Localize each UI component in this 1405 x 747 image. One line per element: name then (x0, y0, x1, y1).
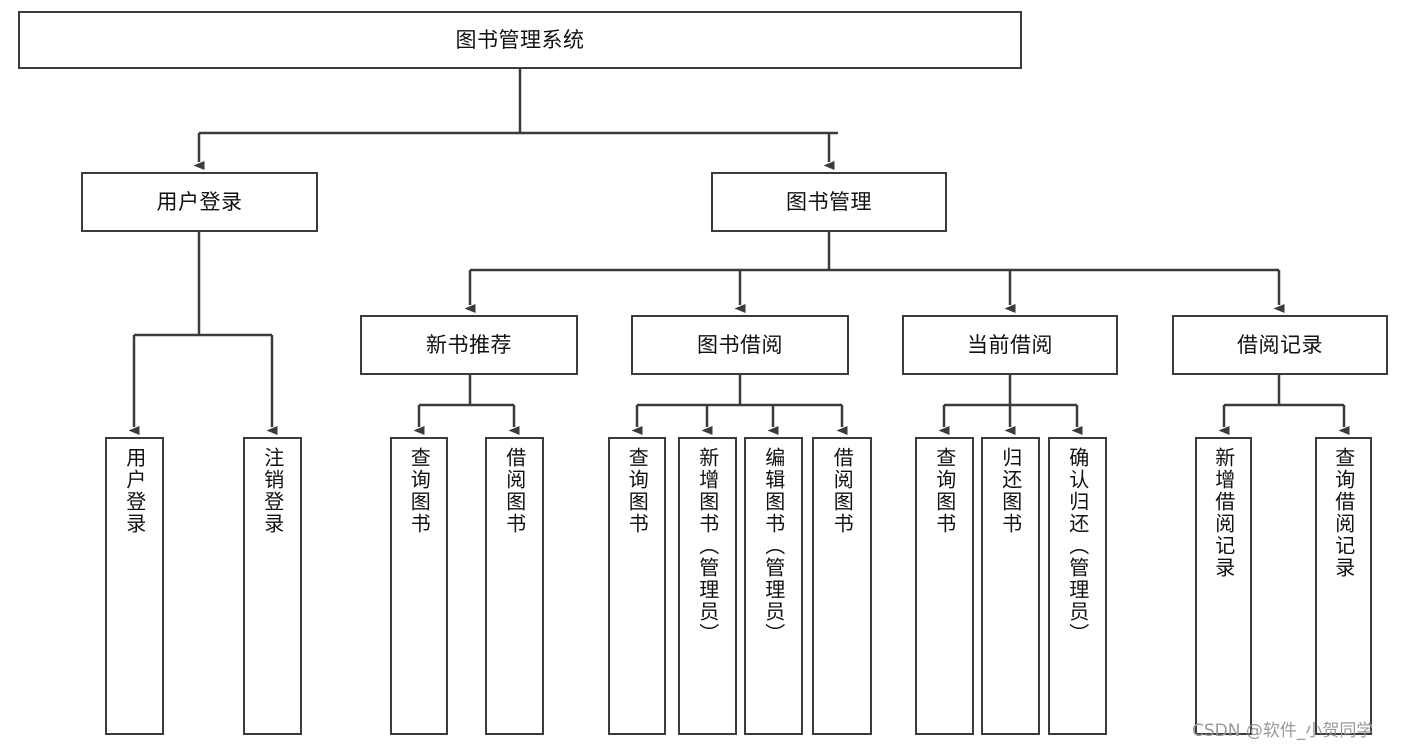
node-leaf-query-book-2-label: 查询图书 (625, 447, 650, 535)
node-new-book-recommend[interactable]: 新书推荐 (360, 315, 578, 375)
node-book-borrow-label: 图书借阅 (697, 332, 783, 357)
node-leaf-borrow-book-2-label: 借阅图书 (830, 447, 855, 535)
node-root[interactable]: 图书管理系统 (18, 11, 1022, 69)
node-leaf-query-book-1-label: 查询图书 (407, 447, 432, 535)
node-leaf-query-borrow-record[interactable]: 查询借阅记录 (1315, 437, 1372, 735)
node-leaf-logout-label: 注销登录 (260, 447, 285, 535)
node-book-manage-label: 图书管理 (786, 189, 872, 214)
node-leaf-user-login-label: 用户登录 (122, 447, 147, 535)
node-user-login-label: 用户登录 (156, 189, 243, 214)
node-leaf-borrow-book-1[interactable]: 借阅图书 (485, 437, 544, 735)
node-leaf-query-borrow-record-label: 查询借阅记录 (1331, 447, 1356, 579)
node-leaf-query-book-3-label: 查询图书 (932, 447, 957, 535)
node-book-borrow[interactable]: 图书借阅 (631, 315, 849, 375)
csdn-watermark: CSDN @软件_小贺同学 (1192, 721, 1374, 741)
node-leaf-edit-book-label: 编辑图书（管理员） (761, 447, 786, 645)
node-borrow-record-label: 借阅记录 (1237, 332, 1323, 357)
node-leaf-confirm-return[interactable]: 确认归还（管理员） (1048, 437, 1107, 735)
node-book-manage[interactable]: 图书管理 (711, 172, 947, 232)
node-leaf-add-borrow-record-label: 新增借阅记录 (1211, 447, 1236, 579)
node-current-borrow-label: 当前借阅 (967, 332, 1053, 357)
node-leaf-query-book-1[interactable]: 查询图书 (390, 437, 448, 735)
node-leaf-user-login[interactable]: 用户登录 (105, 437, 164, 735)
node-leaf-edit-book[interactable]: 编辑图书（管理员） (744, 437, 803, 735)
node-leaf-return-book[interactable]: 归还图书 (981, 437, 1040, 735)
node-new-book-recommend-label: 新书推荐 (426, 332, 512, 357)
node-borrow-record[interactable]: 借阅记录 (1172, 315, 1388, 375)
node-leaf-query-book-3[interactable]: 查询图书 (915, 437, 974, 735)
node-user-login[interactable]: 用户登录 (81, 172, 318, 232)
node-leaf-borrow-book-2[interactable]: 借阅图书 (812, 437, 872, 735)
node-leaf-add-borrow-record[interactable]: 新增借阅记录 (1195, 437, 1252, 735)
node-leaf-return-book-label: 归还图书 (998, 447, 1023, 535)
node-leaf-logout[interactable]: 注销登录 (243, 437, 302, 735)
node-leaf-add-book-label: 新增图书（管理员） (695, 447, 720, 645)
node-leaf-borrow-book-1-label: 借阅图书 (502, 447, 527, 535)
node-leaf-add-book[interactable]: 新增图书（管理员） (678, 437, 737, 735)
node-root-label: 图书管理系统 (455, 27, 585, 52)
node-leaf-confirm-return-label: 确认归还（管理员） (1065, 447, 1090, 645)
node-current-borrow[interactable]: 当前借阅 (902, 315, 1118, 375)
node-leaf-query-book-2[interactable]: 查询图书 (608, 437, 666, 735)
